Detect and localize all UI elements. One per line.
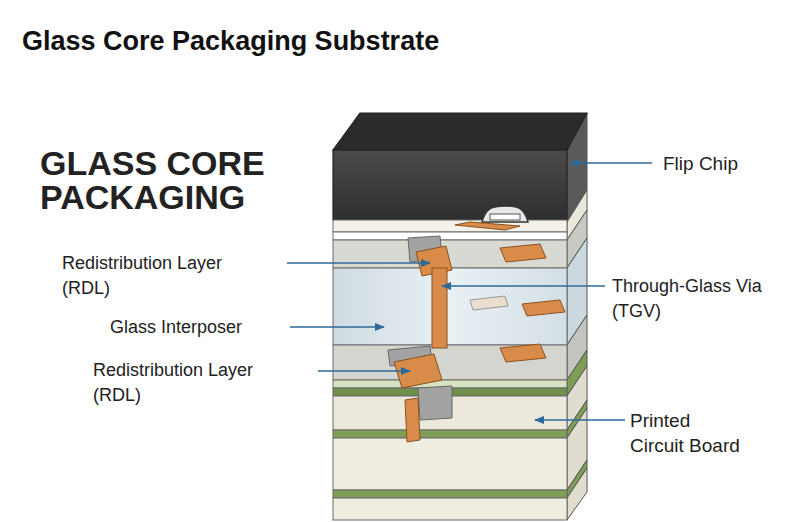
part-label: Printed Circuit Board [630, 408, 744, 458]
part-label: Redistribution Layer (RDL) [62, 251, 262, 301]
part-label: Through-Glass Via (TGV) [612, 274, 792, 324]
copper-traces [394, 222, 565, 442]
side-face [567, 113, 587, 520]
solder-bump [482, 206, 528, 222]
page-title: Glass Core Packaging Substrate [22, 26, 439, 57]
part-label: Flip Chip [663, 151, 793, 176]
part-label: Redistribution Layer (RDL) [93, 358, 293, 408]
layer-stack [333, 220, 567, 520]
diagram-heading: GLASS CORE PACKAGING [40, 146, 310, 214]
leader-arrows [287, 163, 652, 420]
flip-chip-die [333, 113, 587, 220]
part-label: Glass Interposer [110, 315, 310, 340]
